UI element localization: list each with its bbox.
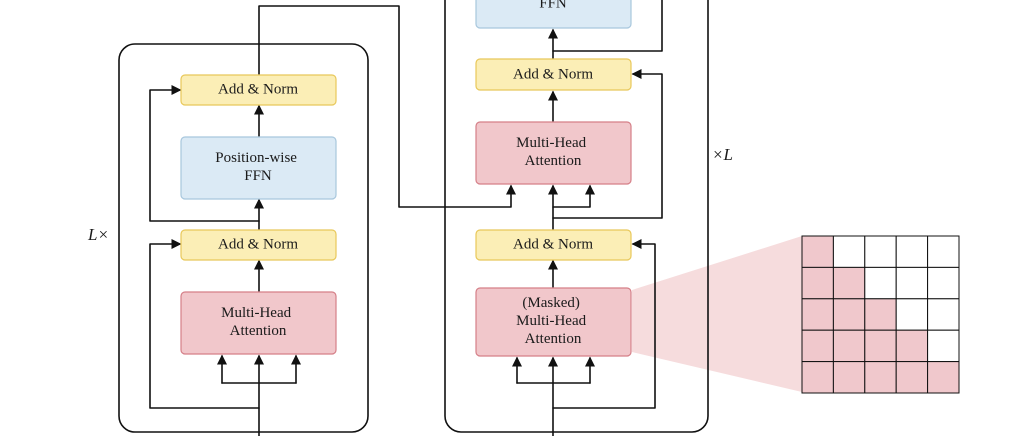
- encoder-add-norm-bottom-label: Add & Norm: [218, 236, 298, 252]
- decoder-add-norm-bottom-label: Add & Norm: [513, 236, 593, 252]
- mask-cell-visible: [864, 361, 897, 394]
- encoder-ffn-label: Position-wise FFN: [215, 150, 300, 184]
- mask-cell-visible: [801, 329, 834, 363]
- decoder-add-norm-top-label: Add & Norm: [513, 66, 593, 82]
- mask-cell-visible: [832, 266, 866, 300]
- mask-cell-visible: [801, 361, 834, 394]
- encoder-connections: [149, 5, 516, 436]
- decoder-repeat-label: ×L: [712, 145, 733, 164]
- decoder-add-norm-bottom: [475, 229, 632, 261]
- mask-cell-masked: [927, 235, 960, 268]
- mask-cell-masked: [927, 298, 960, 331]
- mask-cell-visible: [927, 361, 960, 394]
- mask-cell-visible: [832, 298, 866, 331]
- mask-cell-visible: [832, 361, 866, 394]
- mask-cell-visible: [895, 361, 929, 394]
- encoder-add-norm-bottom: [180, 229, 337, 261]
- mask-cell-visible: [801, 266, 834, 300]
- encoder-repeat-label: L×: [87, 225, 109, 244]
- mask-cell-masked: [864, 266, 897, 300]
- mask-cell-masked: [927, 266, 960, 300]
- decoder-ffn-block: [475, 0, 632, 29]
- decoder-cross-attention-label: Multi-Head Attention: [516, 135, 590, 169]
- mask-cell-visible: [864, 298, 897, 331]
- attention-mask-matrix: [801, 235, 960, 394]
- encoder-ffn-block: [180, 136, 337, 200]
- encoder-add-norm-top-label: Add & Norm: [218, 81, 298, 97]
- mask-cell-visible: [895, 329, 929, 363]
- mask-cell-masked: [864, 235, 897, 268]
- decoder-add-norm-top: [475, 58, 632, 91]
- mask-cell-masked: [895, 266, 929, 300]
- mask-projection: [632, 236, 802, 392]
- mask-cell-visible: [801, 298, 834, 331]
- decoder-stack-frame: [444, 0, 709, 433]
- mask-cell-visible: [864, 329, 897, 363]
- decoder-ffn-label: FFN: [539, 0, 567, 11]
- mask-cell-visible: [801, 235, 834, 268]
- mask-cell-visible: [832, 329, 866, 363]
- mask-cell-masked: [832, 235, 866, 268]
- decoder-masked-attention-label: (Masked) Multi-Head Attention: [516, 295, 590, 347]
- mask-cell-masked: [927, 329, 960, 363]
- encoder-attention-label: Multi-Head Attention: [221, 305, 295, 339]
- decoder-connections: [512, 0, 663, 436]
- mask-cell-masked: [895, 298, 929, 331]
- mask-cell-masked: [895, 235, 929, 268]
- encoder-add-norm-top: [180, 74, 337, 106]
- decoder-cross-attention-block: [475, 121, 632, 185]
- encoder-stack-frame: [118, 43, 369, 433]
- encoder-attention-block: [180, 291, 337, 355]
- decoder-masked-attention-block: [475, 287, 632, 357]
